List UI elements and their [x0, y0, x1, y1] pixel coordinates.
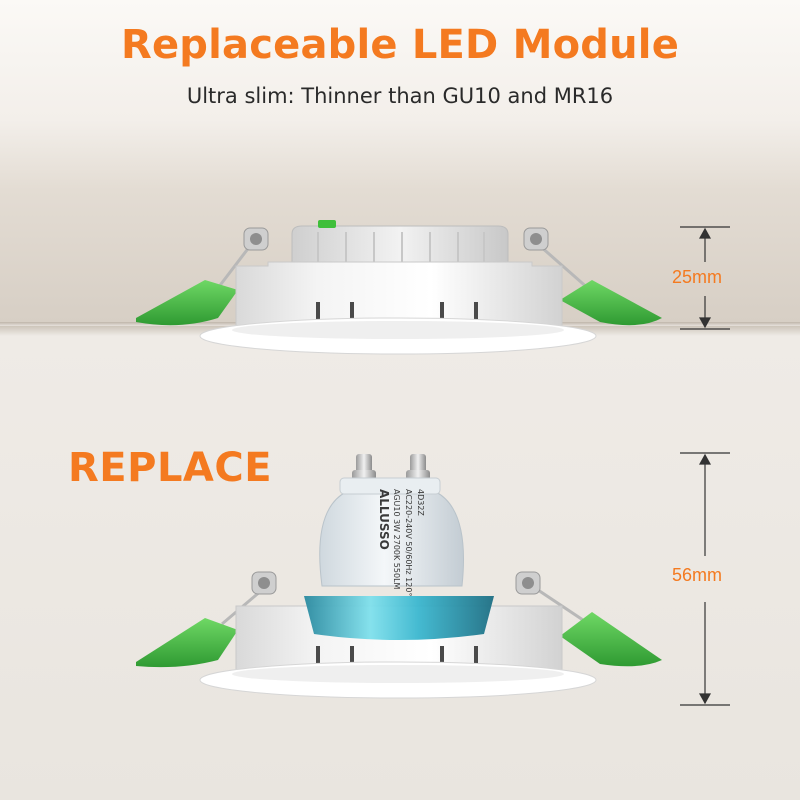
right-spring-clip-lower — [515, 571, 662, 667]
left-spring-clip — [136, 227, 269, 326]
led-downlight-fixture — [136, 220, 662, 355]
dimension-marker-25mm — [680, 226, 730, 330]
bulb-code-line: 4D32Z — [416, 489, 425, 516]
headline: Replaceable LED Module — [120, 22, 680, 68]
right-spring-clip — [523, 227, 662, 326]
subheadline: Ultra slim: Thinner than GU10 and MR16 — [186, 84, 614, 108]
bulb-model-line: AGU10 3W 2700K 550LM — [392, 489, 401, 590]
dimension-label-25mm: 25mm — [672, 267, 723, 287]
bulb-brand: ALLUSSO — [377, 489, 391, 550]
gu10-pins — [352, 454, 430, 480]
replace-label: REPLACE — [68, 445, 273, 491]
gu10-downlight-fixture: ALLUSSO AGU10 3W 2700K 550LM AC220-240V … — [136, 454, 662, 699]
dimension-label-56mm: 56mm — [672, 565, 723, 585]
bulb-rating-line: AC220-240V 50/60Hz 120° — [404, 489, 413, 596]
bulb-label: ALLUSSO AGU10 3W 2700K 550LM AC220-240V … — [377, 489, 425, 596]
dimension-marker-56mm — [680, 452, 730, 706]
